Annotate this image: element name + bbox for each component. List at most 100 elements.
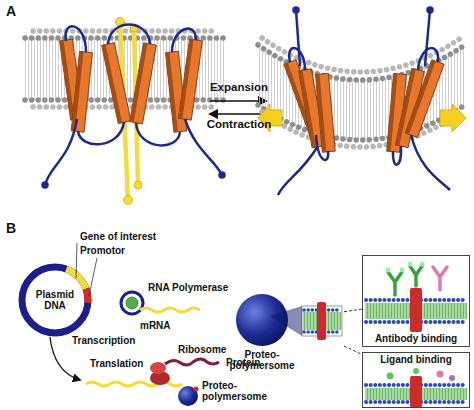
- node-text: Proteo- polymersome: [202, 380, 274, 402]
- node-text: Ligand binding: [363, 354, 469, 366]
- helix: [130, 43, 148, 122]
- plasmid-ring: [22, 267, 88, 333]
- small-vesicle: [194, 387, 199, 392]
- ribosome: [150, 362, 170, 385]
- antibody-inset: [408, 262, 413, 267]
- loop-strand: [289, 48, 305, 70]
- small-vesicle: [178, 386, 199, 406]
- helix: [405, 60, 435, 135]
- helix: [178, 39, 193, 119]
- loop-strand: [294, 8, 299, 13]
- helix: [178, 39, 202, 120]
- dashed-connector: [344, 309, 362, 312]
- ligand-inset: [449, 375, 455, 381]
- helix: [166, 52, 178, 132]
- loop-strand: [425, 10, 430, 66]
- loop-strand: [411, 135, 450, 190]
- loop-strand: [393, 146, 401, 165]
- helix: [178, 39, 202, 120]
- inset-box: Antibody binding: [362, 255, 470, 347]
- leader-line: [89, 258, 97, 296]
- loop-strand: [43, 183, 48, 188]
- node-text: Antibody binding: [363, 333, 469, 345]
- part-label: Ribosome: [178, 344, 226, 355]
- protein-chain: [165, 359, 219, 365]
- panel-letter: B: [6, 220, 16, 236]
- ligand-inset: [362, 352, 470, 408]
- ligand-inset: [387, 373, 394, 380]
- process-label: Translation: [90, 358, 143, 369]
- loop-strand: [43, 25, 225, 188]
- antibody-inset: [410, 288, 422, 332]
- curved-membrane: [258, 38, 465, 147]
- tension-arrow: [258, 104, 466, 132]
- antibody-inset: [386, 268, 391, 273]
- small-vesicle: [178, 386, 198, 406]
- ligand-inset: [410, 376, 422, 408]
- helix: [284, 60, 444, 152]
- loop-strand: [278, 146, 318, 195]
- process-label: Expansion: [210, 81, 268, 93]
- panel-letter: A: [6, 3, 16, 19]
- plasmid-circle: Plasmid DNA: [22, 267, 88, 333]
- rna-polymerase: [121, 292, 143, 314]
- tension-arrow: [440, 104, 466, 132]
- ligand-inset: [413, 368, 419, 374]
- helix: [130, 43, 157, 124]
- ligand-inset: [437, 371, 444, 378]
- process-label: Contraction: [207, 118, 272, 130]
- antibody-inset: [400, 268, 405, 273]
- part-label: mRNA: [140, 320, 171, 331]
- helix: [316, 73, 336, 152]
- antibody-inset: [362, 255, 470, 347]
- part-label: Protein: [226, 357, 260, 368]
- helix: [316, 73, 336, 152]
- ligand-inset: [362, 352, 470, 408]
- helix: [60, 40, 75, 120]
- dashed-connector: [344, 346, 362, 355]
- loop-strand: [296, 10, 300, 66]
- leader-line: [76, 243, 77, 278]
- helix: [102, 43, 131, 124]
- ribosome: [150, 362, 166, 374]
- lipid-heads: [258, 105, 465, 140]
- loop-strand: [172, 29, 196, 52]
- loop-strand: [136, 123, 180, 145]
- vesicle-circle: Proteo- polymersome: [234, 293, 344, 347]
- membrane-patch: [317, 302, 326, 340]
- part-label: Promotor: [80, 245, 125, 256]
- loop-strand: [108, 25, 150, 45]
- loop-strand: [66, 26, 86, 52]
- vesicle: [236, 294, 302, 346]
- part-label: RNA Polymerase: [148, 282, 228, 293]
- antibody-inset: [388, 272, 402, 295]
- process-label: Transcription: [72, 335, 135, 346]
- loop-strand: [418, 48, 438, 70]
- rna-polymerase: [121, 292, 143, 314]
- helix: [405, 60, 444, 138]
- helix: [299, 70, 316, 148]
- loop-strand: [428, 8, 433, 13]
- helix: [102, 43, 131, 124]
- vesicle-circle: Proteo- polymersome: [178, 386, 198, 406]
- yellow-strand: [134, 181, 142, 189]
- loop-strand: [278, 8, 450, 196]
- helix: [71, 51, 92, 132]
- promotor-segment: [86, 289, 88, 303]
- node-text: Plasmid DNA: [22, 267, 88, 333]
- helix: [405, 60, 444, 138]
- helix: [130, 43, 157, 124]
- inset-box: Ligand binding: [362, 352, 470, 408]
- yellow-strand: [124, 196, 133, 205]
- helix: [71, 51, 92, 132]
- helix: [387, 73, 398, 151]
- membrane-patch: [302, 302, 342, 340]
- loop-strand: [45, 119, 77, 185]
- zoom-wedge: [270, 306, 302, 336]
- plasmid-ring: [22, 267, 88, 333]
- antibody-inset: [362, 255, 470, 347]
- part-label: Gene of interest: [80, 231, 156, 242]
